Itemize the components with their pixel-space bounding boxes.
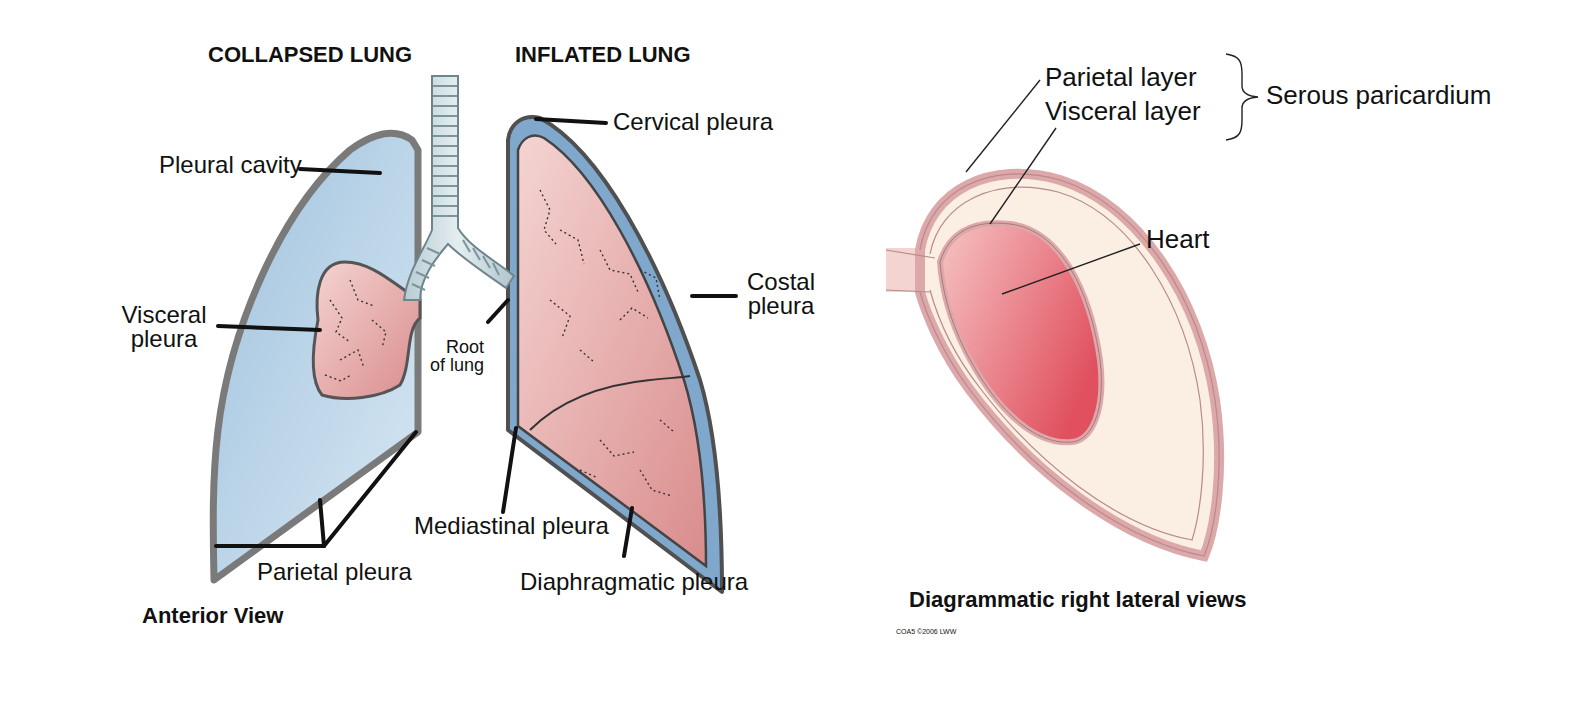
part-label: Visceral layer [1045, 98, 1201, 124]
part-label: Parietal pleura [257, 560, 412, 584]
part-label: Pleural cavity [159, 153, 302, 177]
trachea [404, 76, 514, 300]
part-label: Visceral pleura [110, 303, 218, 351]
part-label: Parietal layer [1045, 64, 1197, 90]
leader-lines [216, 119, 736, 556]
part-label: Root of lung [428, 338, 484, 374]
part-label: Mediastinal pleura [414, 514, 609, 538]
part-label: Cervical pleura [613, 110, 773, 134]
copyright-note: COA5 ©2006 LWW [896, 628, 956, 635]
leader-lines [966, 54, 1258, 294]
view-caption: Diagrammatic right lateral views [909, 589, 1246, 611]
heading-label: INFLATED LUNG [515, 44, 691, 66]
collapsed-lung [213, 133, 420, 580]
part-label: Costal pleura [738, 270, 824, 318]
part-label: Heart [1146, 226, 1210, 252]
view-caption: Anterior View [142, 605, 283, 627]
part-label: Diaphragmatic pleura [520, 570, 748, 594]
pericardium [886, 174, 1219, 556]
group-label: Serous paricardium [1266, 82, 1491, 108]
heading-label: COLLAPSED LUNG [208, 44, 412, 66]
